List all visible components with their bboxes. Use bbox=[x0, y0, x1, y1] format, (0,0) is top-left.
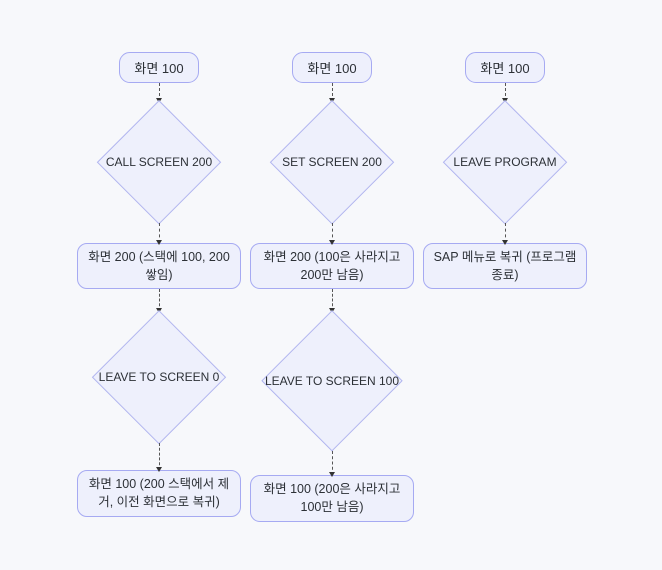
flow-column-set-screen: 화면 100 SET SCREEN 200 화면 200 (100은 사라지고 … bbox=[232, 52, 432, 522]
end-node: 화면 100 (200 스택에서 제거, 이전 화면으로 복귀) bbox=[77, 470, 241, 517]
start-node: 화면 100 bbox=[465, 52, 545, 83]
arrow-down-icon bbox=[155, 443, 162, 473]
end-node: 화면 100 (200은 사라지고 100만 남음) bbox=[250, 475, 414, 522]
arrow-down-icon bbox=[328, 83, 335, 103]
arrow-down-icon bbox=[501, 83, 508, 103]
arrow-down-icon bbox=[328, 451, 335, 478]
decision-node: LEAVE TO SCREEN 0 bbox=[92, 310, 226, 445]
end-node: SAP 메뉴로 복귀 (프로그램 종료) bbox=[423, 243, 587, 290]
decision-node: LEAVE PROGRAM bbox=[443, 100, 567, 224]
decision-node: SET SCREEN 200 bbox=[270, 100, 394, 224]
arrow-down-icon bbox=[501, 223, 508, 245]
arrow-down-icon bbox=[328, 289, 335, 314]
arrow-down-icon bbox=[328, 223, 335, 245]
node-label: LEAVE TO SCREEN 100 bbox=[264, 374, 400, 389]
process-node: 화면 200 (100은 사라지고 200만 남음) bbox=[250, 243, 414, 290]
arrow-down-icon bbox=[155, 223, 162, 245]
decision-node: LEAVE TO SCREEN 100 bbox=[261, 310, 403, 453]
start-node: 화면 100 bbox=[119, 52, 199, 83]
start-node: 화면 100 bbox=[292, 52, 372, 83]
arrow-down-icon bbox=[155, 83, 162, 103]
flow-column-leave-program: 화면 100 LEAVE PROGRAM SAP 메뉴로 복귀 (프로그램 종료… bbox=[405, 52, 605, 290]
decision-node: CALL SCREEN 200 bbox=[97, 100, 221, 224]
node-label: LEAVE PROGRAM bbox=[453, 155, 557, 169]
node-label: SET SCREEN 200 bbox=[282, 155, 382, 169]
process-node: 화면 200 (스택에 100, 200 쌓임) bbox=[77, 243, 241, 290]
node-label: LEAVE TO SCREEN 0 bbox=[98, 370, 220, 385]
node-label: CALL SCREEN 200 bbox=[105, 155, 213, 169]
arrow-down-icon bbox=[155, 289, 162, 314]
flow-column-call-screen: 화면 100 CALL SCREEN 200 화면 200 (스택에 100, … bbox=[59, 52, 259, 517]
